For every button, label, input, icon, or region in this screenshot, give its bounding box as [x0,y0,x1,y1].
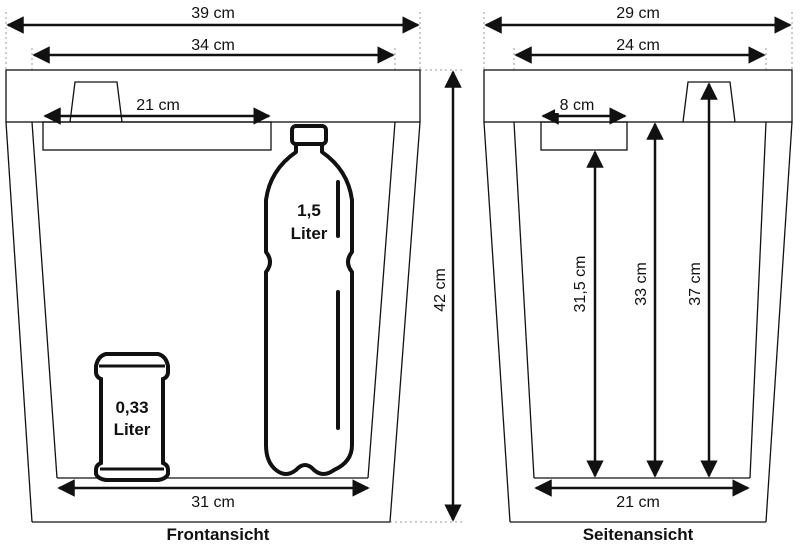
side-view: 29 cm 24 cm 8 cm 21 cm 31,5 cm 33 cm 37 … [483,2,793,544]
side-tray [540,121,628,151]
can-unit-label: Liter [114,420,151,439]
front-outer-width-label: 39 cm [191,5,235,22]
front-tray [42,121,272,151]
side-box-outline [483,69,793,523]
bottle-illustration: 1,5 Liter [264,124,354,476]
bottle-volume-label: 1,5 [297,201,321,220]
front-height-label: 42 cm [432,268,449,312]
front-view-caption: Frontansicht [167,525,270,544]
can-illustration: 0,33 Liter [94,352,170,482]
side-height-a-label: 31,5 cm [572,256,589,313]
front-view: 39 cm 34 cm 21 cm 31 cm 42 cm 0,33 Liter… [5,2,462,544]
side-view-caption: Seitenansicht [583,525,694,544]
side-tray-width-label: 8 cm [560,97,595,114]
front-bottom-width-label: 31 cm [191,494,235,511]
can-volume-label: 0,33 [115,398,148,417]
bottle-unit-label: Liter [291,224,328,243]
front-handle [69,81,123,123]
front-inner-width-label: 34 cm [191,37,235,54]
side-inner-width-label: 24 cm [616,37,660,54]
side-outer-width-label: 29 cm [616,5,660,22]
front-tray-width-label: 21 cm [136,97,180,114]
side-bottom-width-label: 21 cm [616,494,660,511]
side-height-c-label: 37 cm [687,262,704,306]
side-handle [682,81,736,123]
side-guide-lines [483,12,793,70]
front-box-outline [5,69,421,523]
front-guide-lines [5,12,462,523]
side-height-b-label: 33 cm [633,262,650,306]
